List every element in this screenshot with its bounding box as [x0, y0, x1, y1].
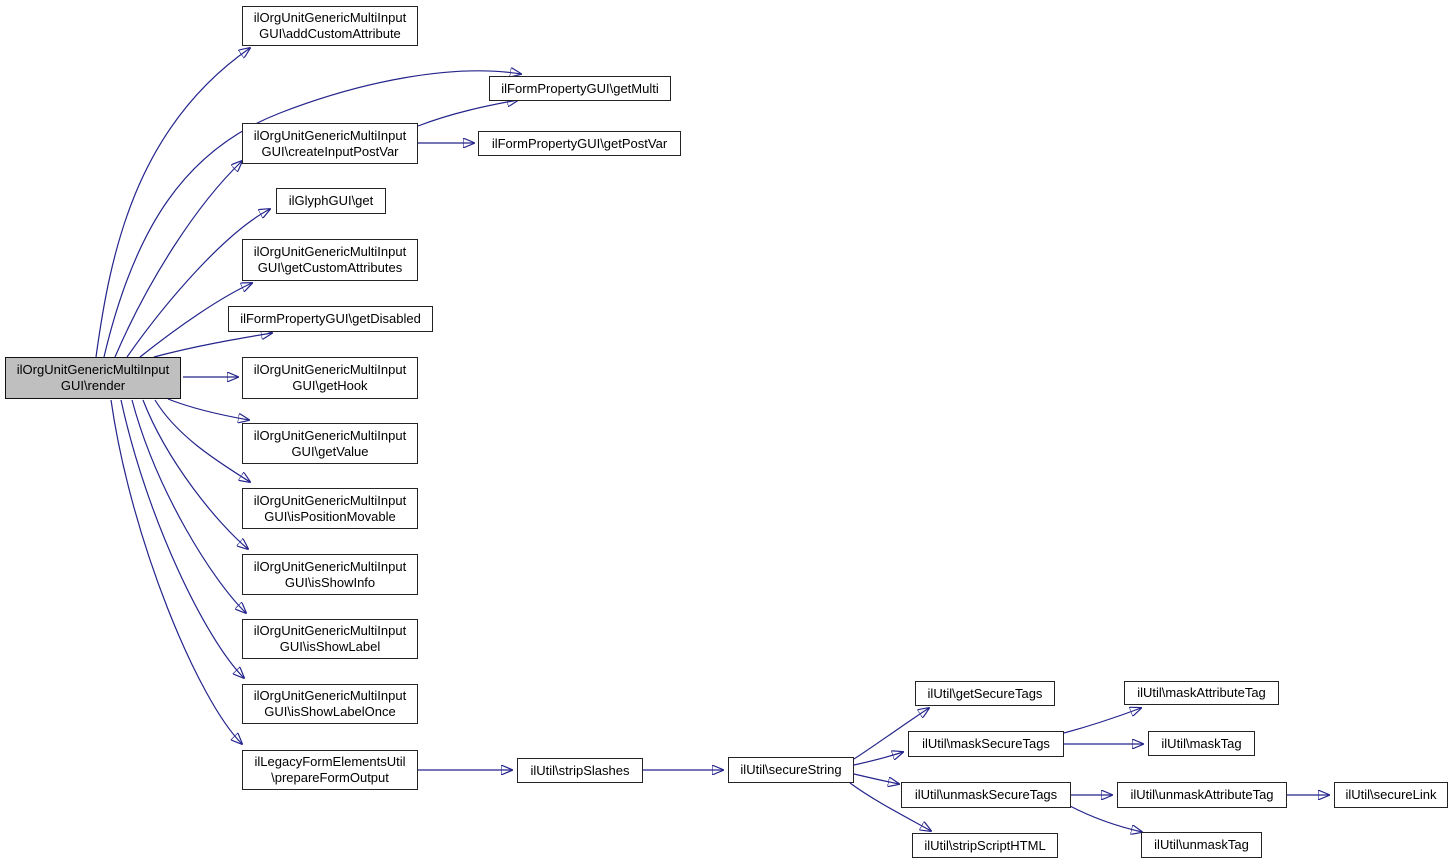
edge-unmasksecuretags-unmasktag: [1069, 805, 1142, 832]
node-unmask-tag[interactable]: ilUtil\unmaskTag: [1141, 832, 1262, 858]
node-get-value[interactable]: ilOrgUnitGenericMultiInput GUI\getValue: [242, 423, 418, 464]
edge-render-createinputpostvar: [114, 161, 242, 358]
edge-render-isshowlabel: [131, 399, 246, 613]
edge-securestring-unmasksecuretags: [853, 773, 899, 784]
node-render: ilOrgUnitGenericMultiInput GUI\render: [5, 357, 181, 399]
edge-createinputpostvar-getmulti: [417, 100, 518, 127]
node-unmask-secure-tags[interactable]: ilUtil\unmaskSecureTags: [901, 782, 1071, 808]
edge-render-ispositionmovable: [154, 399, 250, 482]
node-strip-slashes[interactable]: ilUtil\stripSlashes: [517, 758, 643, 783]
edge-render-glyphget: [126, 209, 270, 358]
node-glyph-get[interactable]: ilGlyphGUI\get: [276, 188, 386, 214]
node-prepare-form-output[interactable]: ilLegacyFormElementsUtil \prepareFormOut…: [242, 750, 418, 790]
node-secure-link[interactable]: ilUtil\secureLink: [1334, 782, 1448, 808]
node-is-show-label[interactable]: ilOrgUnitGenericMultiInput GUI\isShowLab…: [242, 619, 418, 659]
node-mask-tag[interactable]: ilUtil\maskTag: [1148, 731, 1255, 756]
edge-render-getmulti: [103, 71, 521, 358]
node-get-secure-tags[interactable]: ilUtil\getSecureTags: [915, 681, 1055, 706]
edge-render-getvalue: [167, 398, 249, 420]
node-strip-script-html[interactable]: ilUtil\stripScriptHTML: [912, 833, 1058, 858]
node-is-show-label-once[interactable]: ilOrgUnitGenericMultiInput GUI\isShowLab…: [242, 684, 418, 724]
node-is-position-movable[interactable]: ilOrgUnitGenericMultiInput GUI\isPositio…: [242, 488, 418, 529]
edge-securestring-getsecuretags: [853, 708, 929, 760]
edge-render-getcustomattributes: [139, 283, 252, 358]
edge-securestring-stripscripthtml: [849, 782, 931, 831]
node-get-post-var[interactable]: ilFormPropertyGUI\getPostVar: [478, 131, 681, 156]
node-get-hook[interactable]: ilOrgUnitGenericMultiInput GUI\getHook: [242, 357, 418, 399]
node-add-custom-attribute[interactable]: ilOrgUnitGenericMultiInput GUI\addCustom…: [242, 6, 418, 46]
edge-securestring-masksecuretags: [853, 752, 903, 766]
node-unmask-attribute-tag[interactable]: ilUtil\unmaskAttributeTag: [1117, 782, 1287, 808]
edge-render-isshowlabelonce: [120, 399, 244, 678]
node-get-disabled[interactable]: ilFormPropertyGUI\getDisabled: [228, 306, 433, 332]
edge-render-prepareformoutput: [110, 399, 242, 744]
node-get-multi[interactable]: ilFormPropertyGUI\getMulti: [489, 76, 671, 101]
edge-render-getdisabled: [153, 333, 272, 358]
edge-render-isshowinfo: [142, 399, 248, 549]
edge-masksecuretags-maskattributetag: [1063, 708, 1141, 734]
node-is-show-info[interactable]: ilOrgUnitGenericMultiInput GUI\isShowInf…: [242, 554, 418, 595]
node-secure-string[interactable]: ilUtil\secureString: [728, 757, 854, 783]
node-create-input-post-var[interactable]: ilOrgUnitGenericMultiInput GUI\createInp…: [242, 123, 418, 164]
node-mask-attribute-tag[interactable]: ilUtil\maskAttributeTag: [1124, 681, 1279, 705]
node-get-custom-attributes[interactable]: ilOrgUnitGenericMultiInput GUI\getCustom…: [242, 239, 418, 281]
node-mask-secure-tags[interactable]: ilUtil\maskSecureTags: [908, 731, 1064, 757]
edge-render-addcustomattribute: [95, 48, 250, 358]
